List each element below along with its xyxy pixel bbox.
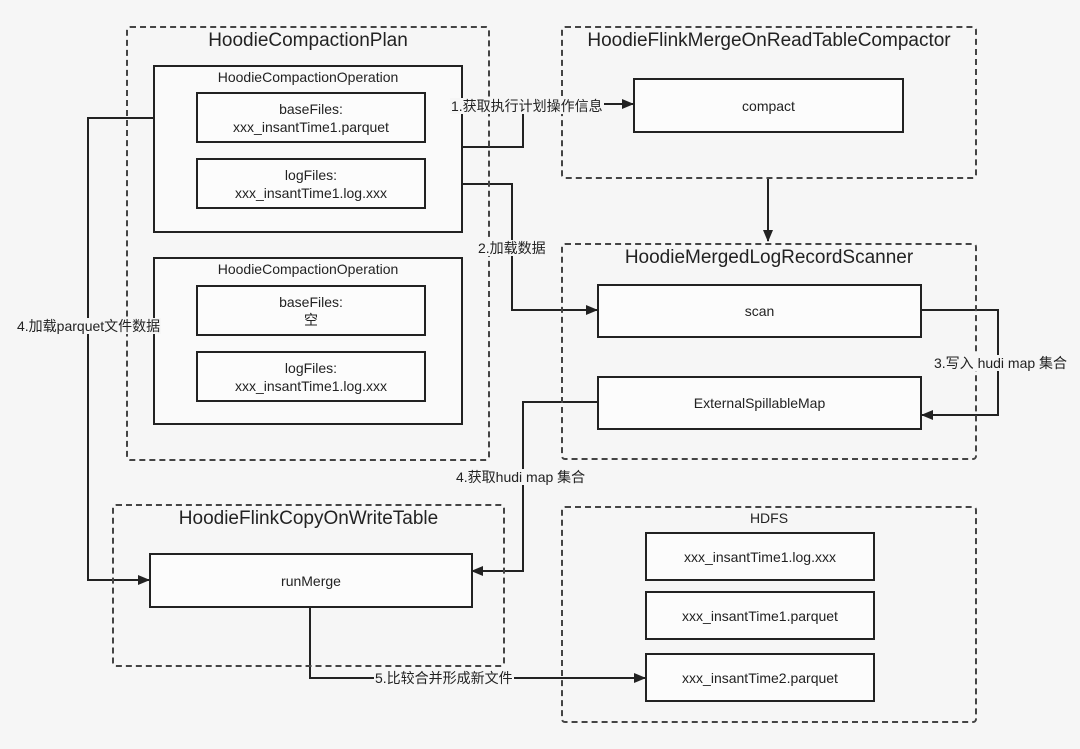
- edge-label-step2: 2.加载数据: [477, 240, 547, 256]
- cow-table-group: HoodieFlinkCopyOnWriteTable: [112, 504, 505, 667]
- edge-label-step4-parquet: 4.加载parquet文件数据: [16, 318, 162, 334]
- base-files-box: baseFiles: xxx_insantTime1.parquet: [196, 92, 426, 143]
- compact-node: compact: [633, 78, 904, 133]
- scanner-group: HoodieMergedLogRecordScanner: [561, 243, 977, 460]
- hdfs-file: xxx_insantTime1.log.xxx: [645, 532, 875, 581]
- base-files-value: 空: [304, 311, 318, 328]
- log-files-value: xxx_insantTime1.log.xxx: [235, 377, 387, 394]
- run-merge-node: runMerge: [149, 553, 473, 608]
- base-files-box: baseFiles: 空: [196, 285, 426, 336]
- base-files-label: baseFiles:: [279, 293, 343, 310]
- log-files-label: logFiles:: [284, 359, 338, 376]
- edge-step4-parquet: [87, 117, 196, 585]
- log-files-label: logFiles:: [284, 166, 338, 183]
- scanner-title: HoodieMergedLogRecordScanner: [624, 247, 914, 268]
- hdfs-file: xxx_insantTime1.parquet: [645, 591, 875, 640]
- hdfs-group: HDFS: [561, 506, 977, 723]
- edge-label-step3: 3.写入 hudi map 集合: [933, 355, 1069, 371]
- log-files-value: xxx_insantTime1.log.xxx: [235, 184, 387, 201]
- cow-table-title: HoodieFlinkCopyOnWriteTable: [178, 508, 439, 529]
- compactor-title: HoodieFlinkMergeOnReadTableCompactor: [587, 30, 951, 51]
- hdfs-file-label: xxx_insantTime2.parquet: [682, 669, 838, 686]
- base-files-label: baseFiles:: [279, 100, 343, 117]
- hdfs-file: xxx_insantTime2.parquet: [645, 653, 875, 702]
- hdfs-file-label: xxx_insantTime1.parquet: [682, 607, 838, 624]
- edge-step4-map: [471, 401, 597, 576]
- scan-label: scan: [744, 303, 775, 319]
- edge-label-step1: 1.获取执行计划操作信息: [450, 98, 604, 114]
- run-merge-label: runMerge: [281, 572, 341, 589]
- operation-title: HoodieCompactionOperation: [217, 261, 399, 277]
- compact-label: compact: [742, 97, 795, 114]
- hdfs-title: HDFS: [749, 510, 789, 526]
- edge-label-step4-map: 4.获取hudi map 集合: [455, 469, 587, 485]
- hdfs-file-label: xxx_insantTime1.log.xxx: [684, 548, 836, 565]
- edge-label-step5: 5.比较合并形成新文件: [374, 670, 514, 686]
- log-files-box: logFiles: xxx_insantTime1.log.xxx: [196, 158, 426, 209]
- log-files-box: logFiles: xxx_insantTime1.log.xxx: [196, 351, 426, 402]
- base-files-value: xxx_insantTime1.parquet: [233, 118, 389, 135]
- compaction-plan-title: HoodieCompactionPlan: [208, 30, 408, 51]
- scan-node: scan: [597, 284, 922, 338]
- operation-title: HoodieCompactionOperation: [217, 69, 399, 85]
- spillable-map-label: ExternalSpillableMap: [693, 395, 826, 411]
- edge-step5: [309, 607, 646, 683]
- spillable-map-node: ExternalSpillableMap: [597, 376, 922, 430]
